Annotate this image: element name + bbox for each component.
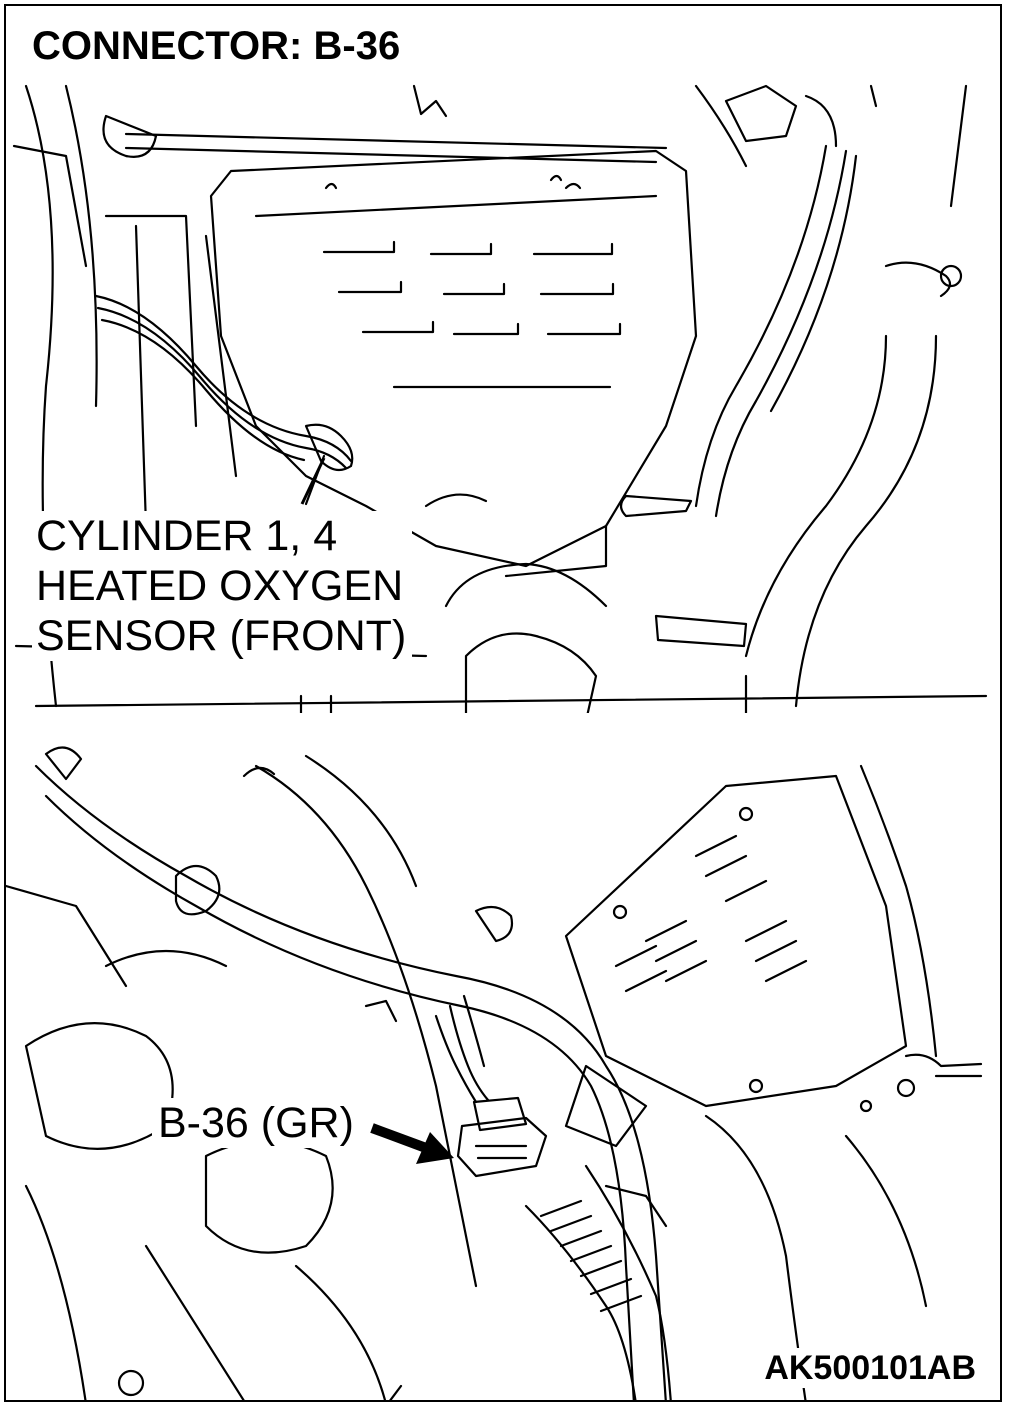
- valve-cover: [564, 774, 908, 1108]
- diagram-frame: CONNECTOR: B-36 CYLINDER 1, 4 HEATED OXY…: [4, 4, 1002, 1402]
- callout-line: HEATED OXYGEN: [36, 562, 404, 610]
- pointer-arrow: [370, 1123, 454, 1164]
- figure-code: AK500101AB: [760, 1348, 980, 1388]
- connector-body: [456, 1116, 548, 1178]
- engine-cover: [209, 149, 698, 568]
- sensor-callout: CYLINDER 1, 4 HEATED OXYGEN SENSOR (FRON…: [32, 511, 413, 661]
- engine-top-illustration: [6, 84, 1000, 1400]
- connector-label: B-36 (GR): [152, 1098, 360, 1148]
- connector-closeup-illustration: [6, 746, 983, 1400]
- page-title: CONNECTOR: B-36: [28, 24, 405, 68]
- callout-line: CYLINDER 1, 4: [36, 512, 338, 560]
- callout-line: SENSOR (FRONT): [36, 612, 407, 660]
- leader-line: [300, 457, 326, 505]
